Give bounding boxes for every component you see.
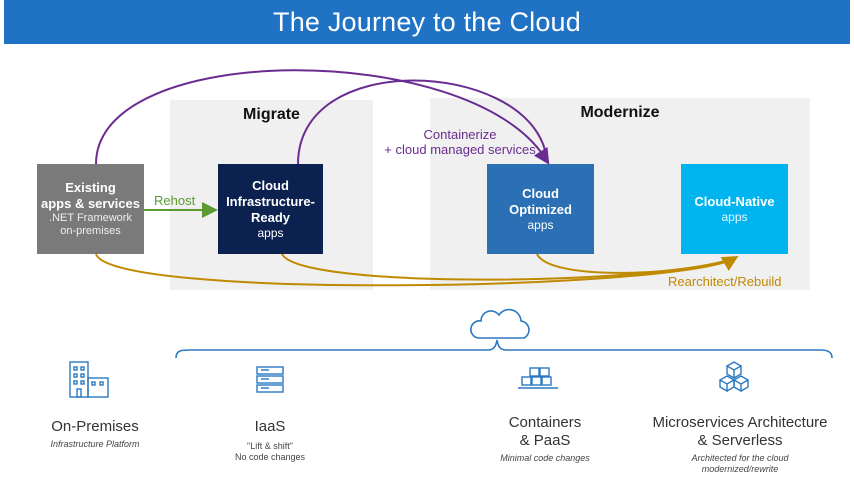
migrate-label: Migrate: [243, 106, 300, 123]
rearchitect-label: Rearchitect/Rebuild: [668, 274, 782, 289]
building-icon: [69, 361, 109, 398]
category-desc1: "Lift & shift": [247, 441, 293, 451]
ready-line1: Cloud: [252, 177, 289, 193]
existing-line2: apps & services: [40, 196, 140, 211]
category-iaas: IaaS "Lift & shift" No code changes: [210, 418, 330, 463]
category-on-premises: On-Premises Infrastructure Platform: [30, 418, 160, 450]
category-brace: [175, 339, 833, 359]
category-desc2: No code changes: [234, 452, 306, 462]
cloud-infrastructure-ready-box: Cloud Infrastructure- Ready apps: [218, 164, 323, 254]
containerize-line2: + cloud managed services: [384, 142, 536, 157]
category-desc: Infrastructure Platform: [50, 439, 140, 449]
ready-line2: Infrastructure-: [226, 193, 315, 209]
category-name2: & PaaS: [519, 432, 571, 449]
containers-icon: [518, 367, 558, 389]
category-desc: Minimal code changes: [500, 453, 590, 463]
category-name: IaaS: [254, 418, 286, 435]
category-name: On-Premises: [51, 418, 139, 435]
containerize-path-from-existing: [95, 69, 550, 165]
page-title: The Journey to the Cloud: [4, 0, 850, 44]
rearchitect-path-from-existing: [95, 253, 739, 287]
cloud-icon: [470, 308, 530, 339]
optimized-line2: Optimized: [509, 201, 572, 217]
ready-sub: apps: [257, 225, 284, 240]
containerize-label: Containerize + cloud managed services: [380, 127, 540, 157]
category-name2: & Serverless: [697, 432, 783, 449]
containerize-path-from-ready: [297, 79, 546, 165]
server-icon: [256, 366, 284, 393]
ready-line3: Ready: [250, 209, 291, 225]
category-desc2: modernized/rewrite: [701, 464, 779, 474]
category-containers-paas: Containers & PaaS Minimal code changes: [475, 414, 615, 464]
cloud-native-box: Cloud-Native apps: [681, 164, 788, 254]
cloud-optimized-box: Cloud Optimized apps: [487, 164, 594, 254]
containerize-line1: Containerize: [423, 127, 497, 142]
category-name1: Microservices Architecture: [652, 414, 828, 431]
optimized-sub: apps: [527, 217, 554, 232]
native-line1: Cloud-Native: [694, 193, 775, 209]
category-name1: Containers: [508, 414, 582, 431]
existing-sub1: .NET Framework: [49, 212, 132, 224]
optimized-line1: Cloud: [522, 185, 559, 201]
native-sub: apps: [721, 209, 748, 224]
existing-apps-box: Existing apps & services .NET Framework …: [37, 164, 144, 254]
existing-sub2: on-premises: [60, 225, 121, 237]
modernize-label: Modernize: [580, 104, 660, 121]
existing-line1: Existing: [65, 180, 116, 195]
category-microservices: Microservices Architecture & Serverless …: [640, 414, 840, 475]
microservices-icon: [718, 361, 750, 393]
rehost-label: Rehost: [154, 193, 196, 208]
category-desc1: Architected for the cloud: [691, 453, 789, 463]
rearchitect-path-from-optimized: [536, 253, 736, 274]
